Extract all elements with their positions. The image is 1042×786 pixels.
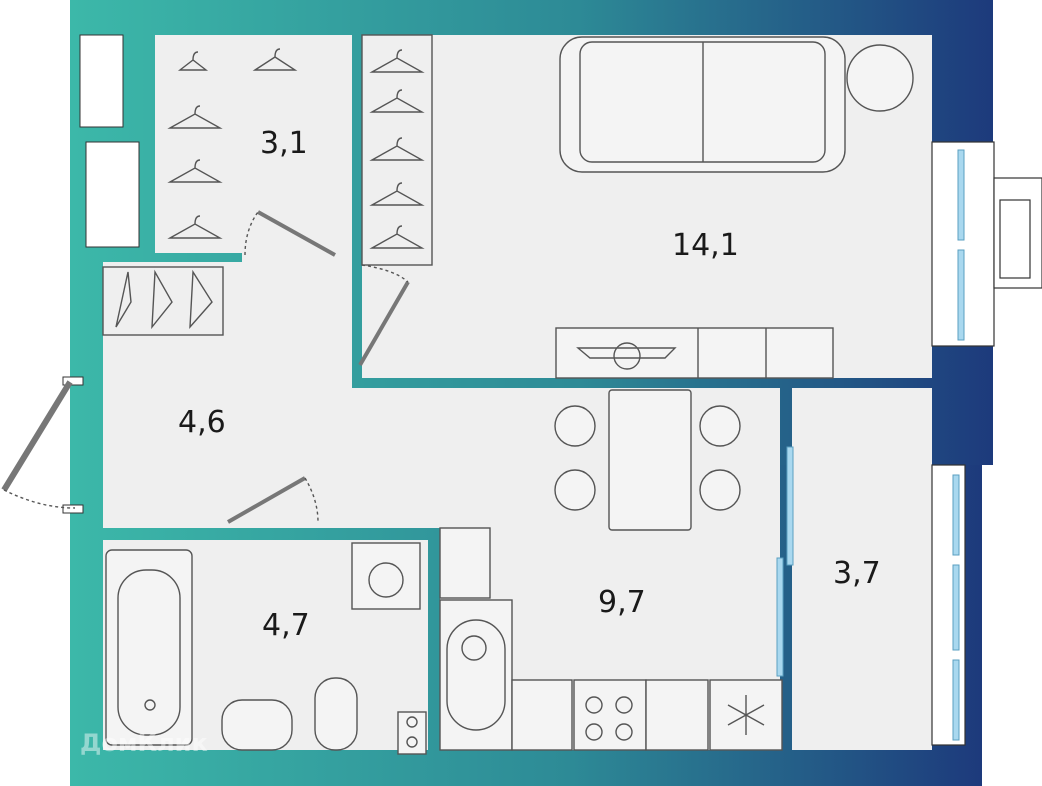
loggia-glass-partition (776, 446, 794, 677)
washing-machine (351, 542, 421, 610)
closet-door[interactable] (244, 210, 336, 257)
loggia-window (931, 464, 966, 746)
watermark-logo: ДомКлик (38, 729, 208, 764)
hallway-area-label: 4,6 (178, 405, 226, 440)
snowflake-icon (727, 695, 765, 735)
toilet (314, 677, 358, 751)
living-window (931, 141, 1042, 347)
stove (573, 679, 647, 751)
boiler (397, 711, 427, 755)
watermark-text: ДомКлик (80, 729, 208, 757)
dining-set (554, 389, 741, 531)
bathroom-fixtures (105, 542, 427, 755)
bathroom-door[interactable] (227, 476, 319, 524)
living-door[interactable] (358, 264, 410, 367)
bathroom-area-label: 4,7 (262, 608, 310, 643)
hanger-icons (102, 34, 433, 336)
sink (221, 699, 293, 751)
closet-floor (155, 35, 352, 253)
entrance-door[interactable] (1, 376, 84, 514)
kitchen-area-label: 9,7 (598, 585, 646, 620)
round-table (846, 44, 914, 112)
kitchen-units (439, 527, 783, 751)
loggia-area-label: 3,7 (833, 556, 881, 591)
loggia-floor (792, 388, 932, 750)
living-area-label: 14,1 (672, 228, 739, 263)
closet-area-label: 3,1 (260, 126, 308, 161)
tv-cabinet (555, 327, 834, 379)
sofa (559, 36, 846, 173)
